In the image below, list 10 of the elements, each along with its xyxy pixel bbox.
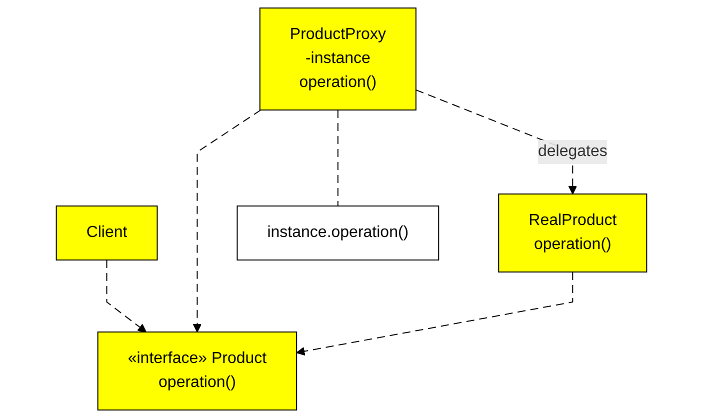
node-box: instance.operation() [236,206,440,260]
arrow [106,260,146,332]
arrow [192,110,262,332]
connector [337,110,338,206]
node-box: ProductProxy -instance operation() [259,8,416,110]
arrow [296,272,574,356]
node-box: Client [56,206,158,260]
edge-label: delegates [538,143,608,160]
node-box: «interface» Product operation() [97,332,298,410]
node-box: RealProduct operation() [498,194,648,272]
